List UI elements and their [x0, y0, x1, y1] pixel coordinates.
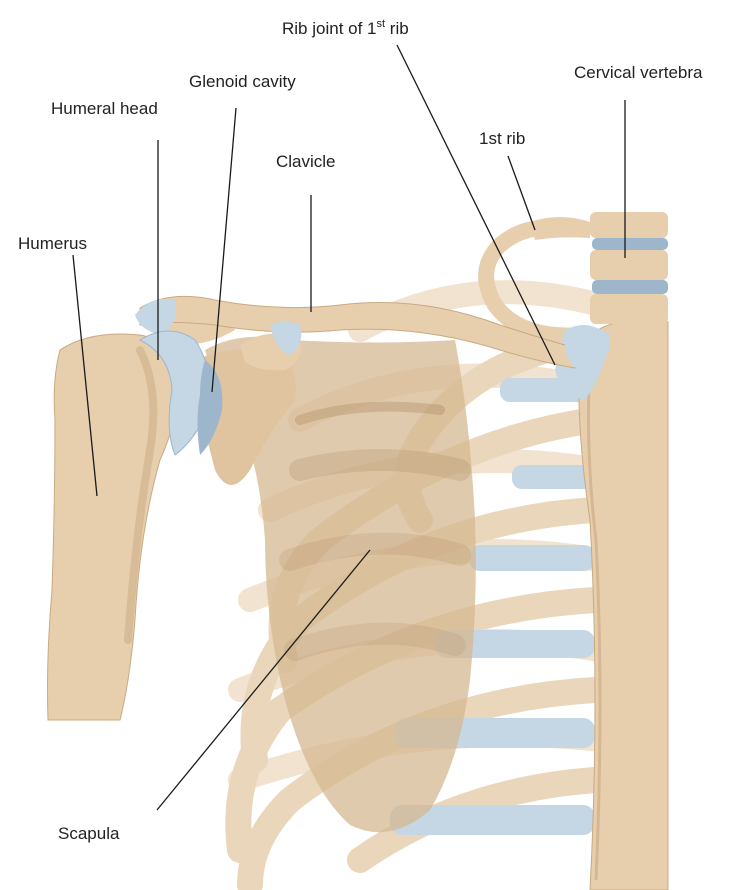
label-humeral-head: Humeral head	[51, 99, 158, 118]
intervertebral-disc-2	[592, 280, 668, 294]
label-scapula: Scapula	[58, 824, 120, 843]
label-clavicle: Clavicle	[276, 152, 336, 171]
label-humerus: Humerus	[18, 234, 87, 253]
intervertebral-disc-1	[592, 238, 668, 250]
label-rib-joint: Rib joint of 1st rib	[282, 18, 409, 38]
humerus-shaft	[48, 334, 181, 720]
costal-cartilage-3	[512, 465, 594, 489]
label-first-rib: 1st rib	[479, 129, 525, 148]
label-cervical-vertebra: Cervical vertebra	[574, 63, 703, 82]
label-glenoid-cavity: Glenoid cavity	[189, 72, 296, 91]
vertebra-body-3	[590, 294, 668, 324]
humerus	[48, 331, 210, 720]
first-rib-head	[530, 217, 590, 240]
vertebra-body-2	[590, 250, 668, 280]
vertebra-body-1	[590, 212, 668, 238]
scapula-rib-shadow-1	[300, 460, 460, 470]
leader-first-rib	[508, 156, 535, 230]
cervical-vertebrae	[590, 212, 668, 324]
costal-cartilage-4	[470, 545, 594, 571]
